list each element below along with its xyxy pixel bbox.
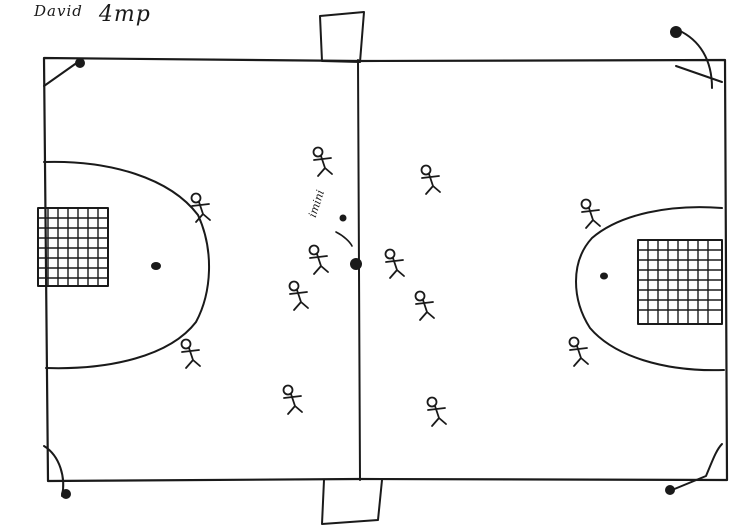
right-penalty-arc (576, 207, 724, 370)
left-goal-net (38, 208, 108, 286)
ball-trail (336, 232, 352, 246)
player-figure (416, 292, 435, 321)
top-goal (320, 12, 364, 62)
player-figure (582, 200, 601, 229)
corner-top-right (676, 66, 722, 82)
corner-dot-bottom-right (665, 485, 675, 495)
right-penalty-spot (600, 273, 608, 280)
court-outline (44, 58, 727, 481)
small-ball-mark (340, 215, 347, 222)
corner-bottom-right (672, 444, 722, 490)
bottom-goal (322, 480, 382, 524)
player-figure (570, 338, 589, 367)
player-figure (182, 340, 201, 369)
corner-top-left (44, 62, 78, 86)
left-penalty-arc (44, 162, 209, 368)
left-penalty-spot (151, 262, 161, 270)
corner-dot-top-right (670, 26, 682, 38)
player-figure (386, 250, 405, 279)
right-goal-net (638, 240, 722, 324)
corner-dot-bottom-left (61, 489, 71, 499)
ball (350, 258, 362, 270)
player-figure (428, 398, 447, 427)
players-group (182, 148, 601, 427)
player-figure (314, 148, 333, 177)
player-figure (290, 282, 309, 311)
player-figure (310, 246, 329, 275)
player-figure (192, 194, 211, 223)
player-figure (422, 166, 441, 195)
player-figure (284, 386, 303, 415)
corner-dot-top-left (75, 58, 85, 68)
halfway-line (358, 60, 360, 480)
